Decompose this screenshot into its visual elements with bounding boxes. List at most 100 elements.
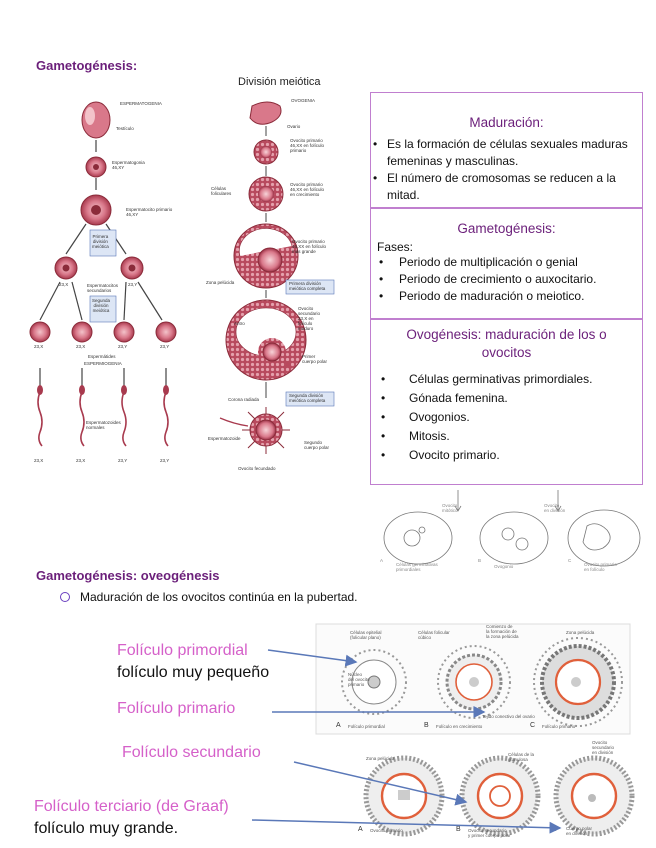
sperm-label-primera-division: Primera división meiótica [92,234,109,249]
box-maduracion-list: Es la formación de células sexuales madu… [371,136,636,204]
sketch-label: B [478,558,482,563]
box-gametogenesis: Gametogénesis: Fases: Periodo de multipl… [370,208,643,319]
callout-primario: Folículo primario [117,700,236,717]
sperm-label: 23,Y [118,458,128,463]
f1-panel-c: C [530,722,536,729]
f1-panel-a-text: Folículo primordial [348,724,385,729]
oo-label-zona: Zona pelúcida [206,280,235,285]
circle-bullet-icon [60,592,70,602]
f1-panel-b: B [424,722,429,729]
oo-label-primer-polar: Primer cuerpo polar [302,354,328,364]
f1-label-epitelial: Células epitelial (folicular plano) [350,630,382,640]
f1-label-nucleo: Núcleo del ovocito primario [348,672,370,687]
oo-label-segunda: Segunda división meiótica completa [289,393,326,403]
list-item: Periodo de maduración o meiotico. [377,288,642,305]
box-ovogenesis: Ovogénesis: maduración de los o ovocitos… [370,319,643,485]
f2-label-zona: Zona pelúcida [366,756,395,761]
box-ovogenesis-list: Células germinativas primordiales. Gónad… [379,370,642,465]
sperm-label-espermatogonia: Espermatogonia 46,XY [112,160,145,170]
sperm-label-primario: Espermatocito primario 46,XY [126,207,173,217]
follicle-diagram-1 [315,623,631,735]
list-item: Células germinativas primordiales. [379,370,642,389]
callout-terciario-sub: folículo muy grande. [34,820,179,837]
list-item: Periodo de crecimiento o auxocitario. [377,271,642,288]
box-maduracion: Maduración: Es la formación de células s… [370,92,643,208]
list-item: Ovogonios. [379,408,642,427]
sketch-label: A [380,558,384,563]
f2-label-ovocito-div: Ovocito secundario en división [592,740,615,755]
oo-label-secundario: Ovocito secundario 23,X en folículo madu… [298,306,321,331]
oogenesis-diagram [219,101,335,454]
f1-label-tejido: Tejido conectivo del ovario [482,714,535,719]
sperm-label-testiculo: Testículo [116,126,134,131]
sketch-label: C [568,558,572,563]
f2-panel-b: B [456,826,461,833]
sperm-label-segunda-division: Segunda división meiótica [92,298,111,313]
oo-label-espermatozoide: Espermatozoide [208,436,241,441]
f2-panel-c: C [552,826,558,833]
spermatid-label: 23,Y [160,344,170,349]
page-heading: Gametogénesis: [36,58,138,73]
sperm-label-espermiogenia: ESPERMIOGENIA [84,361,122,366]
f1-panel-b-text: Folículo en crecimiento [436,724,483,729]
callout-secundario: Folículo secundario [122,744,261,761]
f1-label-cubico: Células folicular cúbico [418,630,450,640]
oogonia-sketch [383,490,641,567]
oo-label-ovario: Ovario [287,124,301,129]
oo-label-fecundado: Ovocito fecundado [238,466,276,471]
sperm-label: 23,X [34,458,44,463]
oo-label-celulas: Células foliculares [211,186,232,196]
spermatogenesis-diagram [29,101,177,447]
oo-label-ov3: Ovocito primario 46,XX en folículo más g… [292,239,327,254]
sketch-label: Ovogonio [494,564,514,569]
box-gametogenesis-list: Periodo de multiplicación o genial Perio… [377,254,642,305]
spermatid-label: 23,X [34,344,44,349]
ovogenesis-heading: Gametogénesis: oveogénesis [36,568,220,583]
sketch-label: Ovocito mitótico [442,503,458,513]
sperm-label-23x: 23,X [59,282,69,287]
oo-label-ov2: Ovocito primario 46,XX en folículo en cr… [290,182,325,197]
sketch-label: Ovocito en división [544,503,566,513]
f1-panel-c-text: Folículo primario [542,724,576,729]
oo-label-segundo-polar: Segundo cuerpo polar [304,440,330,450]
oo-label-antro: Antro [234,321,245,326]
sperm-label-normales: Espermatozoides normales [86,420,121,430]
oo-label-primera: Primera división meiótica completa [289,281,326,291]
oo-label-ov1: Ovocito primario 46,XX en folículo prima… [290,138,325,153]
callout-primordial-sub: folículo muy pequeño [117,664,270,681]
oogenesis-figure-title: División meiótica [238,76,321,88]
ovogenesis-bullet: Maduración de los ovocitos continúa en l… [60,590,358,604]
callout-terciario: Folículo terciario (de Graaf) [34,798,229,815]
f1-panel-a: A [336,722,341,729]
ovogenesis-bullet-text: Maduración de los ovocitos continúa en l… [80,590,358,604]
f2-panel-a-text: Ovocito primario [370,828,403,833]
box-fases-label: Fases: [377,240,414,254]
box-gametogenesis-title: Gametogénesis: [457,221,556,236]
f2-panel-c-text: Cuerpo polar en división [566,826,593,836]
box-ovogenesis-title: Ovogénesis: maduración de los o ovocitos [406,327,607,360]
sperm-label-espermatides: Espermátides [88,354,116,359]
callout-primordial: Folículo primordial [117,642,248,659]
list-item: Ovocito primario. [379,446,642,465]
list-item: Periodo de multiplicación o genial [377,254,642,271]
f1-label-comienzo: Comienzo de la formación de la zona pelú… [486,624,519,639]
sketch-label: Ovocito primario en folículo [584,562,617,572]
sperm-title: ESPERMATOGENIA [120,101,162,106]
f2-panel-b-text: Ovocito secundario y primer cuerpo polar [468,828,511,838]
list-item: Mitosis. [379,427,642,446]
box-maduracion-title: Maduración: [469,115,544,130]
oo-label-corona: Corona radiada [228,397,260,402]
list-item: El número de cromosomas se reducen a la … [371,170,636,204]
f1-label-zona: Zona pelúcida [566,630,595,635]
sperm-label-23y: 23,Y [128,282,138,287]
f2-label-granulosa: Células de la granulosa [508,752,535,762]
sperm-label-secundarios: Espermatocitos secundarios [87,283,119,293]
sperm-label: 23,Y [160,458,170,463]
f2-panel-a: A [358,826,363,833]
list-item: Gónada femenina. [379,389,642,408]
oo-label-ovogenia: OVOGENIA [291,98,316,103]
spermatid-label: 23,Y [118,344,128,349]
list-item: Es la formación de células sexuales madu… [371,136,636,170]
sperm-label: 23,X [76,458,86,463]
spermatid-label: 23,X [76,344,86,349]
